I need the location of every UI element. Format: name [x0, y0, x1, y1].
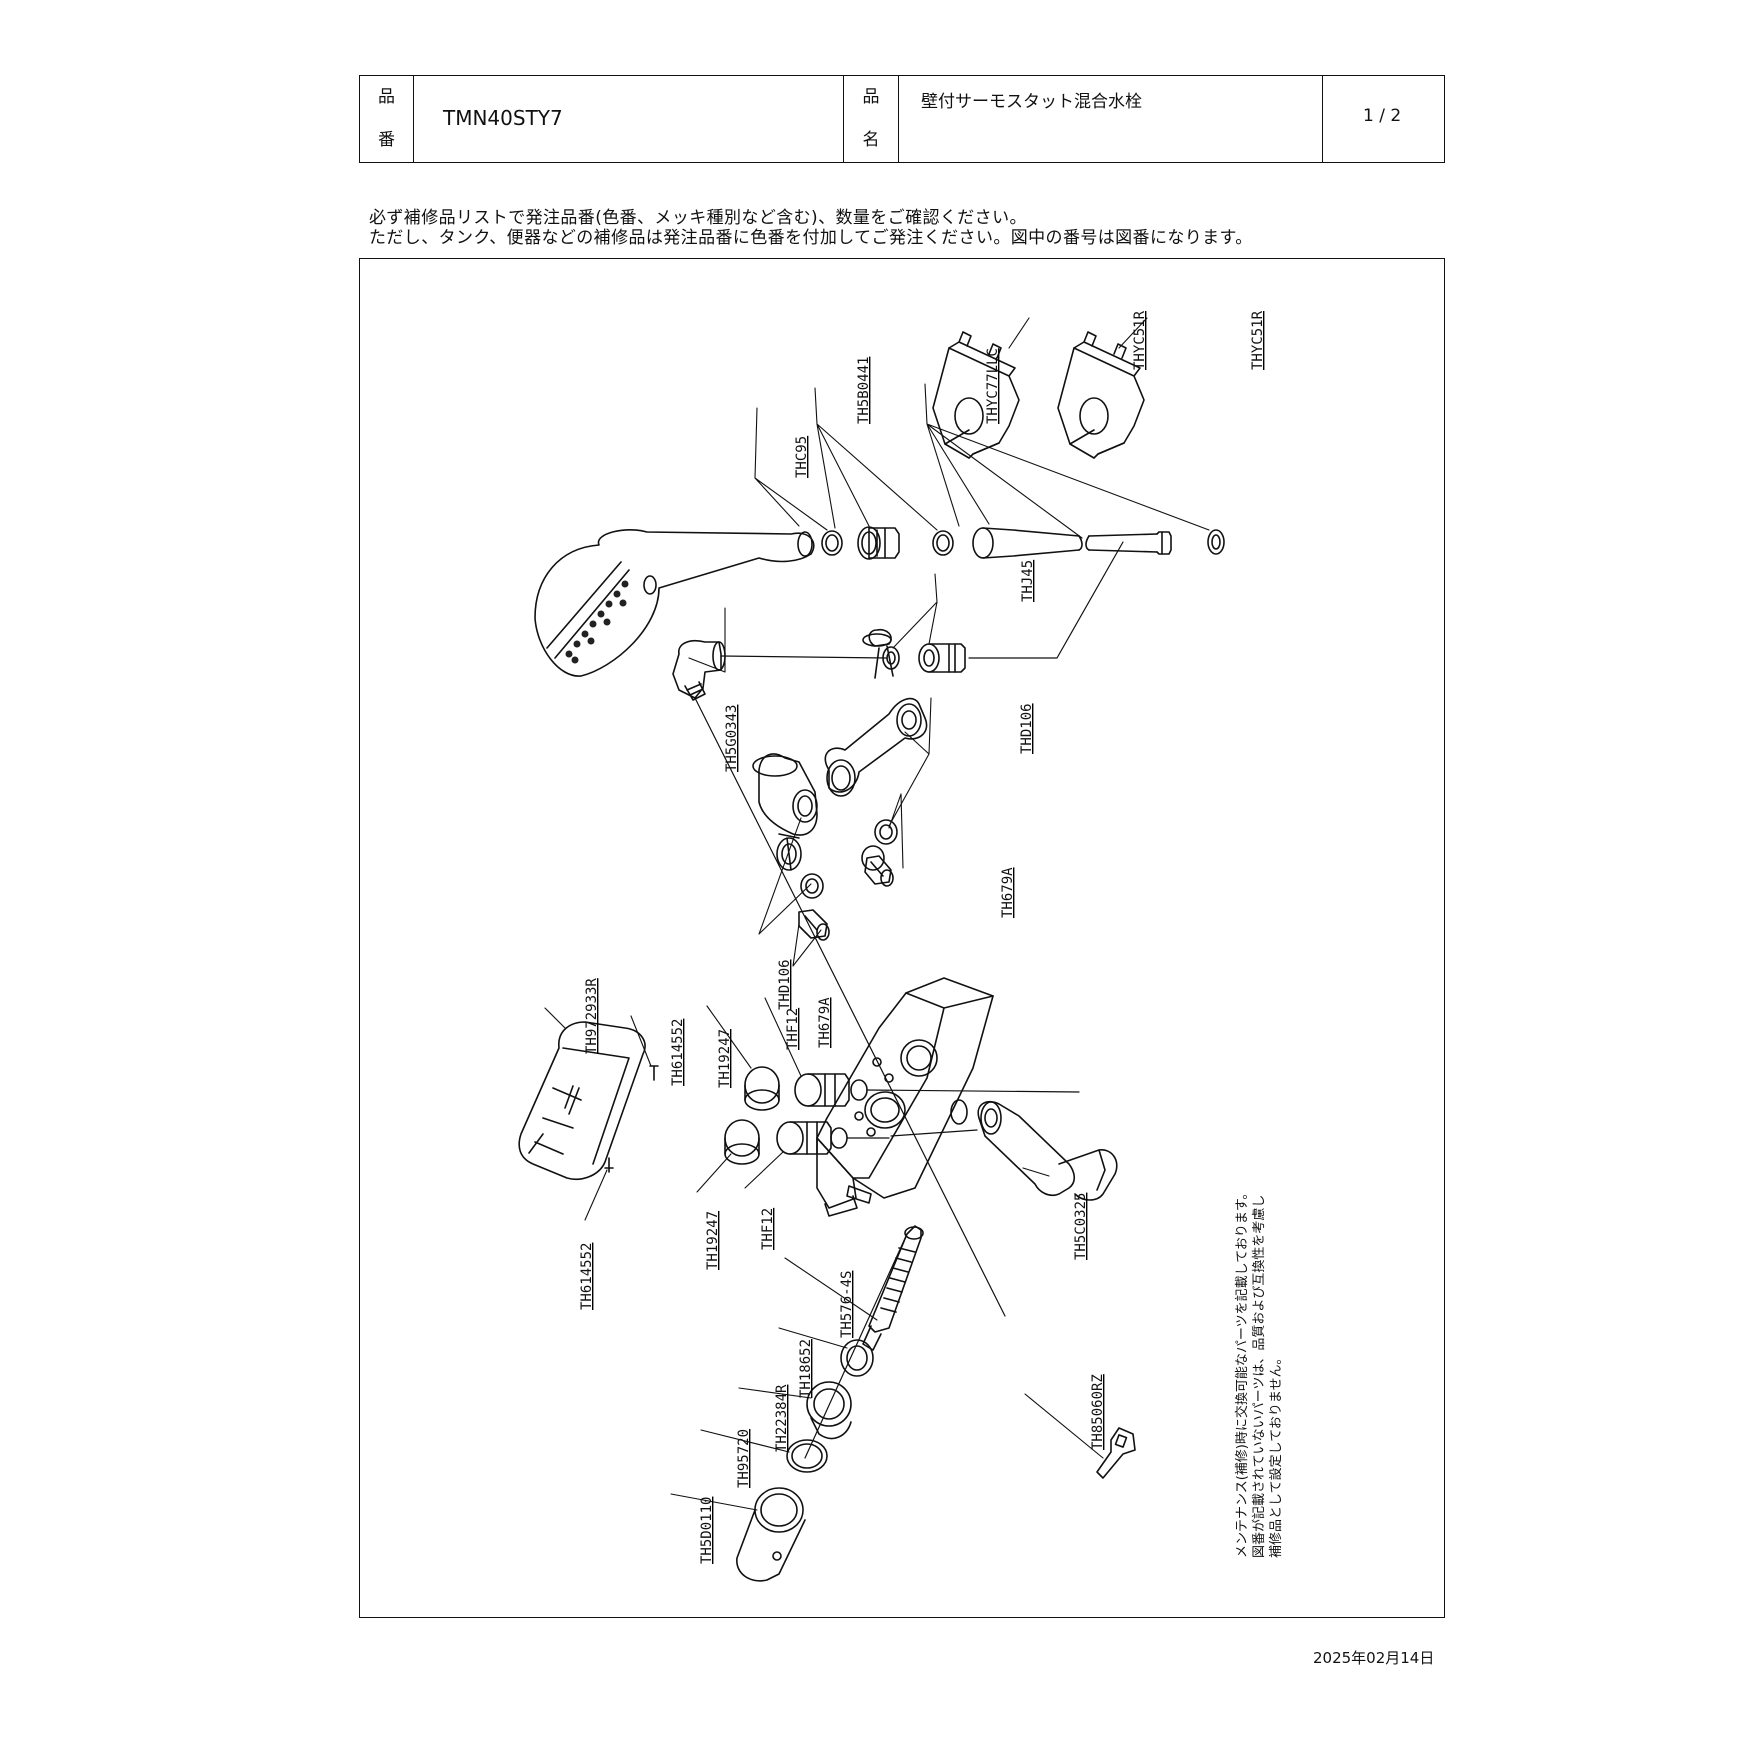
- label-th5d0110: TH5D0110: [699, 1497, 715, 1564]
- label-thyc51r-a: THYC51R: [1132, 310, 1148, 370]
- label-thd106-left: THD106: [777, 959, 793, 1010]
- label-th679a-right: TH679A: [1000, 867, 1016, 918]
- cartridge-thf12-lower-drawing: [776, 1121, 848, 1155]
- hose-nut-drawing: [857, 526, 900, 560]
- diagram-frame: [359, 258, 1445, 1618]
- nut-th22384r-drawing: [806, 1381, 852, 1440]
- shower-hose-drawing: [972, 527, 1172, 559]
- label-th22384r: TH22384R: [774, 1384, 790, 1452]
- shower-hook-drawing-b: [1057, 331, 1145, 459]
- order-note-line-2: ただし、タンク、便器などの補修品は発注品番に色番を付加してご発注ください。図中の…: [369, 228, 1253, 248]
- ring-th18652-drawing: [840, 1339, 874, 1377]
- joint-thj45-drawing: [918, 643, 966, 673]
- label-th19247-upper: TH19247: [717, 1029, 733, 1088]
- label-th95720: TH95720: [736, 1429, 752, 1488]
- shower-hook-drawing-a: [932, 331, 1020, 459]
- label-thc95: THC95: [794, 436, 810, 478]
- label-th5c0325: TH5C0325: [1073, 1193, 1089, 1260]
- label-thyc51r-b: THYC51R: [1250, 310, 1266, 370]
- issue-date: 2025年02月14日: [1313, 1649, 1435, 1667]
- hinban-label-top: 品: [378, 87, 395, 107]
- hinmei-label-cell: 品 名: [844, 76, 899, 162]
- exploded-parts-diagram: THC95 TH5B0441 THYC77LLC THYC51R THYC51R…: [518, 310, 1284, 1582]
- title-block: 品 番 TMN40STY7 品 名 壁付サーモスタット混合水栓 1 / 2: [359, 75, 1445, 163]
- cap-th19247-upper-drawing: [744, 1066, 780, 1111]
- shower-arm-drawing-upper: [824, 628, 928, 797]
- label-thf12-upper: THF12: [785, 1008, 801, 1050]
- label-thj45: THJ45: [1020, 560, 1036, 602]
- product-name-cell: 壁付サーモスタット混合水栓: [899, 76, 1323, 162]
- connector-th679a-right-drawing: [864, 855, 894, 887]
- label-th85060rz: TH85060RZ: [1090, 1374, 1106, 1450]
- part-number: TMN40STY7: [443, 106, 563, 130]
- order-notes: 必ず補修品リストで発注品番(色番、メッキ種別など含む)、数量をご確認ください。 …: [369, 208, 1253, 248]
- hinban-label-cell: 品 番: [360, 76, 414, 162]
- thermostat-body-drawing: [816, 977, 994, 1217]
- hinmei-label-bottom: 名: [862, 130, 880, 150]
- cover-th5d0110-drawing: [736, 1487, 806, 1582]
- ring-th95720-drawing: [786, 1439, 828, 1473]
- page-cell: 1 / 2: [1323, 76, 1444, 162]
- label-th5g0343: TH5G0343: [724, 705, 740, 772]
- label-thd106-upper: THD106: [1019, 703, 1035, 754]
- arm-th5c0325-drawing: [977, 1100, 1118, 1201]
- screw-b-drawing: [604, 1157, 614, 1173]
- shower-arm-drawing-left: [752, 753, 818, 871]
- screw-a-drawing: [649, 1065, 659, 1081]
- hinban-label-bottom: 番: [378, 130, 395, 150]
- stem-th576-drawing: [862, 1225, 924, 1351]
- order-note-line-1: 必ず補修品リストで発注品番(色番、メッキ種別など含む)、数量をご確認ください。: [369, 208, 1027, 228]
- cartridge-thf12-upper-drawing: [794, 1073, 868, 1107]
- side-note-line-3: 補修品として設定しておりません。: [1268, 1352, 1284, 1558]
- cap-th19247-lower-drawing: [724, 1119, 760, 1165]
- label-thf12-lower: THF12: [760, 1208, 776, 1250]
- handle-th972933r-drawing: [518, 1021, 646, 1180]
- part-number-cell: TMN40STY7: [414, 76, 844, 162]
- product-name: 壁付サーモスタット混合水栓: [921, 92, 1142, 112]
- hinmei-label-top: 品: [862, 87, 880, 107]
- label-th972933r: TH972933R: [584, 978, 600, 1054]
- side-note-line-1: メンテナンス(補修)時に交換可能なパーツを記載しております。: [1234, 1186, 1250, 1558]
- label-th19247-lower: TH19247: [705, 1211, 721, 1270]
- elbow-fitting-drawing: [672, 639, 726, 701]
- label-th18652: TH18652: [798, 1339, 814, 1398]
- label-th614552-b: TH614552: [579, 1243, 595, 1310]
- label-th576-4s: TH576-4S: [839, 1271, 855, 1338]
- label-th5b0441: TH5B0441: [856, 357, 872, 424]
- key-th85060rz-drawing: [1096, 1427, 1136, 1479]
- o-ring-thc95-drawing: [821, 530, 843, 556]
- side-note-line-2: 図番が記載されていないパーツは、品質および互換性を考慮し: [1251, 1195, 1267, 1558]
- label-th614552-a: TH614552: [670, 1019, 686, 1086]
- label-th679a-left: TH679A: [817, 997, 833, 1048]
- label-thyc77llc: THYC77LLC: [985, 348, 1001, 424]
- shower-head-drawing: [534, 529, 815, 677]
- page-number: 1 / 2: [1363, 106, 1402, 126]
